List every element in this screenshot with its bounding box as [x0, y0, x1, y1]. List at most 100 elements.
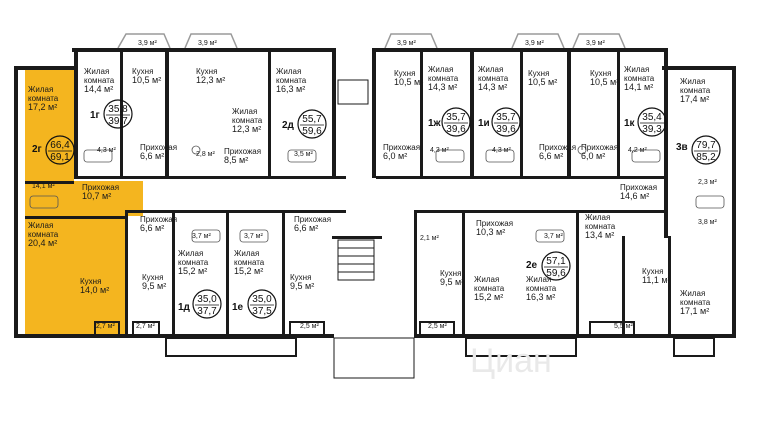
area-badge-circle: [103, 99, 133, 129]
entrance-vestibule: [333, 337, 415, 379]
room-label: 3,7 м²: [192, 233, 211, 240]
apartment-code: 3в: [676, 142, 688, 153]
apartment-badge[interactable]: 1к 35,439,3: [624, 107, 667, 137]
walls: [14, 48, 736, 338]
apartment-code: 1к: [624, 118, 636, 129]
bathtub: [535, 229, 565, 243]
bathtub: [631, 149, 661, 163]
area-badge-circle: [491, 107, 521, 137]
room-label: 4,2 м²: [628, 147, 647, 154]
partition: [622, 236, 625, 336]
balcony-strips: [94, 321, 715, 357]
partition: [226, 210, 229, 336]
stair-flight: [337, 239, 375, 281]
total-area: 39,3: [642, 124, 662, 135]
room-label: 3,8 м²: [698, 219, 717, 226]
room-label: 4,3 м²: [492, 147, 511, 154]
outer-wall-west: [14, 66, 18, 338]
stair-wall: [332, 48, 336, 178]
partition: [576, 210, 579, 336]
corridor-wall-south-right: [414, 210, 666, 213]
balcony-area-label: 2,7 м²: [136, 323, 155, 330]
partition: [120, 48, 123, 178]
outer-wall-north-corner-right: [662, 66, 736, 70]
total-area: 37,5: [252, 306, 272, 317]
partition: [25, 181, 74, 184]
partition: [567, 48, 571, 178]
balcony-area-label: 5,5 м²: [614, 323, 633, 330]
bay-window: [184, 33, 238, 49]
total-area: 39,7: [108, 116, 128, 127]
apartment-badge[interactable]: 1г 35,839,7: [90, 99, 133, 129]
bay-window: [511, 33, 565, 49]
sink: [191, 145, 201, 155]
bathtub: [287, 149, 317, 163]
area-badge-circle: [441, 107, 471, 137]
room-label: 4,3 м²: [430, 147, 449, 154]
elevator-shaft: [337, 79, 369, 105]
watermark: Циан: [470, 342, 552, 380]
highlighted-apartment-2g[interactable]: [25, 68, 143, 334]
room-label: 2,8 м²: [196, 151, 215, 158]
bathtub: [695, 195, 725, 209]
bathtub: [83, 149, 113, 163]
highlight-zone-lower: [25, 216, 125, 334]
outer-wall-north-left: [72, 48, 334, 52]
partition: [74, 48, 78, 178]
bay-windows: [117, 33, 626, 49]
bathtub: [191, 229, 221, 243]
bathtub: [485, 149, 515, 163]
living-area: 57,1: [546, 256, 566, 267]
total-area: 39,6: [446, 124, 466, 135]
living-area: 35,8: [108, 104, 128, 115]
partition: [470, 48, 474, 178]
total-area: 37,7: [197, 306, 217, 317]
area-badge-circle: [192, 289, 222, 319]
bay-window: [572, 33, 626, 49]
partition: [668, 236, 671, 336]
bathtub: [239, 229, 269, 243]
apartment-code: 1и: [478, 118, 490, 129]
living-area: 35,7: [446, 112, 466, 123]
total-area: 59,6: [302, 126, 322, 137]
bay-window: [384, 33, 438, 49]
balcony-area-label: 2,5 м²: [428, 323, 447, 330]
balcony-area-label: 2,5 м²: [300, 323, 319, 330]
room-label: 4,3 м²: [97, 147, 116, 154]
living-area: 35,4: [642, 112, 662, 123]
balcony-area-label: 3,9 м²: [138, 40, 157, 47]
area-badge-circle: [297, 109, 327, 139]
apartment-code: 1г: [90, 110, 100, 121]
fixtures: [29, 145, 725, 243]
balcony-area-label: 2,7 м²: [96, 323, 115, 330]
